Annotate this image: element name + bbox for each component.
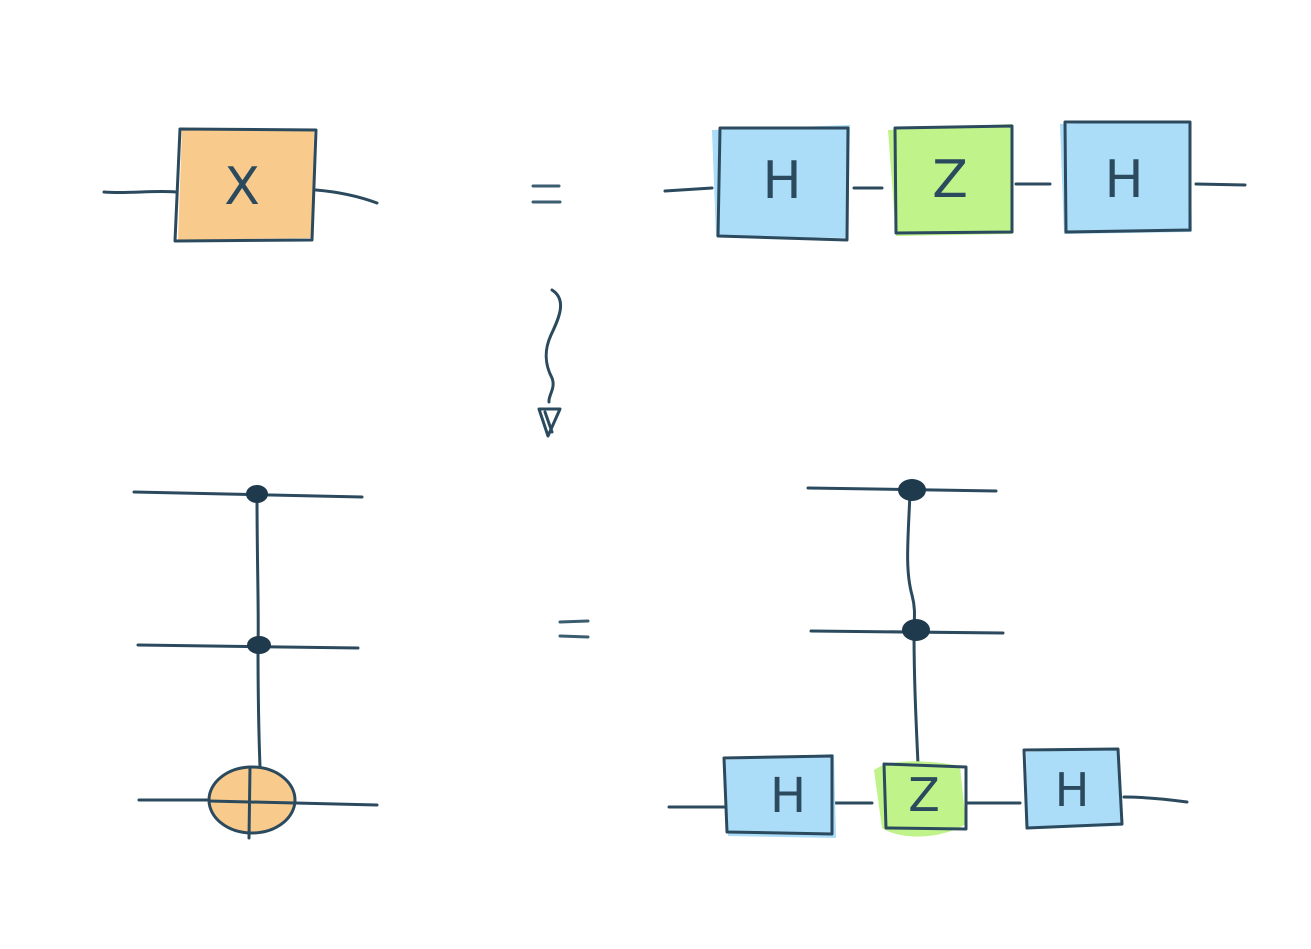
wire-hzh-out [1194,182,1247,187]
target-oplus [207,765,297,840]
control-line-right [906,491,920,766]
h-gate-1-label: H [762,151,801,211]
x-gate: X [173,127,318,243]
wire-x-in [102,189,178,195]
wire-target-out-right [1122,795,1189,804]
wire-x-out [314,188,379,205]
top-left-circuit: X [102,127,379,243]
x-gate-label: X [224,157,260,217]
control-dot-2 [247,636,271,654]
h-gate-bottom-1-label: H [770,768,806,824]
bottom-left-circuit [132,485,379,840]
control-dot-right-1 [898,479,926,501]
control-dot-1 [246,485,268,503]
control-dot-right-2 [902,619,930,641]
wire-target-out [293,801,379,807]
h-gate-2: H [1060,120,1192,234]
h-gate-bottom-2-label: H [1055,763,1090,817]
top-equals-sign [531,184,562,204]
z-gate-label: Z [932,150,968,210]
x-gate-border [173,127,318,243]
z-gate-bottom: Z [874,761,968,837]
bottom-equals-sign [558,619,590,639]
h-gate-2-label: H [1104,150,1143,210]
x-gate-fill [178,128,314,240]
top-right-circuit: H Z H [663,120,1247,242]
z-gate: Z [888,124,1014,236]
h-gate-bottom-2: H [1022,747,1124,830]
wire-hzh-in [663,186,714,193]
control-line [255,493,262,769]
h-gate-1: H [712,125,850,242]
z-gate-bottom-label: Z [908,768,940,822]
squiggle-arrow-down [537,288,563,438]
h-gate-bottom-1: H [722,754,836,838]
bottom-right-circuit: H Z H [667,479,1189,838]
